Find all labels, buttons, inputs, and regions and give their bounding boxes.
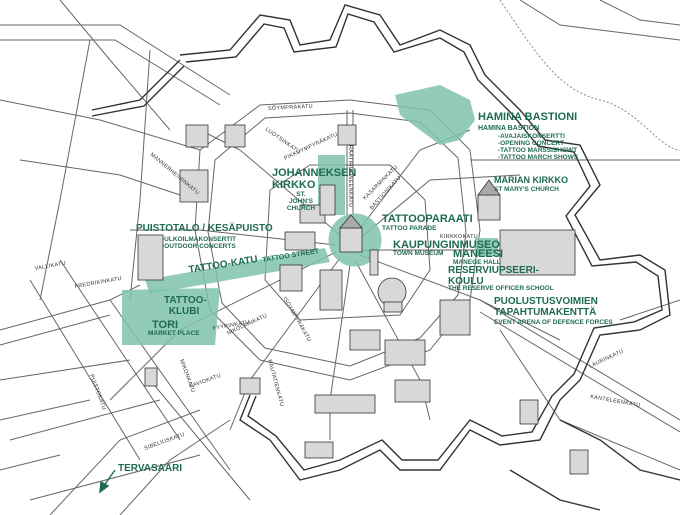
buildings <box>137 124 589 475</box>
maneesi-highlight <box>475 238 498 256</box>
label-marian-kirkko[interactable]: MARIAN KIRKKO <box>494 175 568 185</box>
label-opening-concert: -OPENING CONCERT <box>498 140 565 147</box>
street-sibeliuksenkatu: SIBELIUSKATU <box>144 432 186 452</box>
street-kavallinkatu: KAVIOKATU <box>189 373 222 390</box>
street-lautikatu: LAURINKATU <box>588 349 624 370</box>
label-outdoor-concerts: -OUTDOOR CONCERTS <box>162 243 236 250</box>
label-puistotalo[interactable]: PUISTOTALO / KESÄPUISTO <box>136 223 273 234</box>
label-johanneksen-kirkko[interactable]: JOHANNEKSEN KIRKKO <box>272 167 357 191</box>
label-tattooparaati[interactable]: TATTOOPARAATI <box>382 213 473 225</box>
label-tattoo-march-shows: -TATTOO MARCH SHOWS <box>498 154 579 161</box>
label-hamina-bastioni[interactable]: HAMINA BASTIONI <box>478 111 578 123</box>
label-st-marys-church: ST MARY'S CHURCH <box>494 186 559 193</box>
label-tattoo-marssishowt: -TATTOO MARSSISHOWT <box>498 147 578 154</box>
label-hamina-bastion: HAMINA BASTION <box>478 125 540 132</box>
market-highlight <box>122 288 220 345</box>
street-rautatienkatu: RAUTATIENKATU <box>266 359 284 407</box>
label-puolustusvoimien[interactable]: PUOLUSTUSVOIMIEN TAPAHTUMAKENTTÄ <box>494 296 598 318</box>
label-avajaiskonsertti: -AVAJAISKONSERTTI <box>498 133 565 140</box>
bastion-highlight <box>395 85 475 145</box>
shoreline <box>499 0 680 151</box>
street-kirkkokatu: KIRKKOKATU <box>440 234 478 240</box>
label-town-museum: TOWN MUSEUM <box>393 250 444 257</box>
label-ulkoilmakonsertit: -ULKOILMAKONSERTIT <box>162 236 237 243</box>
label-manege-hall: MANEGE HALL <box>453 259 501 266</box>
label-event-arena: EVENT ARENA OF DEFENCE FORCES <box>494 319 613 326</box>
label-tervasaari[interactable]: TERVASAARI <box>118 463 183 474</box>
street-vallikatu: VALLIKATU <box>34 261 66 272</box>
label-st-johns-church: ST. JOHN'S CHURCH <box>286 191 316 212</box>
label-maneesi[interactable]: MANEESI <box>453 248 504 260</box>
label-reserviupseerikoulu[interactable]: RESERVIUPSEERI- KOULU <box>448 265 539 287</box>
label-market-place: MARKET PLACE <box>148 330 200 337</box>
street-kanteleenkatu: KANTELEENKATU <box>590 394 641 409</box>
label-tattoo-klubi[interactable]: TATTOO- KLUBI <box>164 295 207 317</box>
label-tori[interactable]: TORI <box>152 319 179 331</box>
tattoo-street-highlight <box>145 248 330 294</box>
street-puistokatu: PUISTOKATU <box>88 374 107 411</box>
label-tattoo-parade: TATTOO PARADE <box>382 225 437 232</box>
fortress-walls <box>91 4 680 511</box>
street-raatihuoneenkatu: RAATIHUONEENKATU <box>347 145 353 207</box>
label-kaupunginmuseo[interactable]: KAUPUNGINMUSEO <box>393 239 500 251</box>
label-reserve-officer-school: THE RESERVE OFFICER SCHOOL <box>448 285 554 292</box>
tervasaari-arrow <box>99 469 116 494</box>
street-soymparakatu: SÖYMPRAKATU <box>268 103 313 112</box>
street-fredrikinkatu: FREDRIKINKATU <box>74 276 122 290</box>
